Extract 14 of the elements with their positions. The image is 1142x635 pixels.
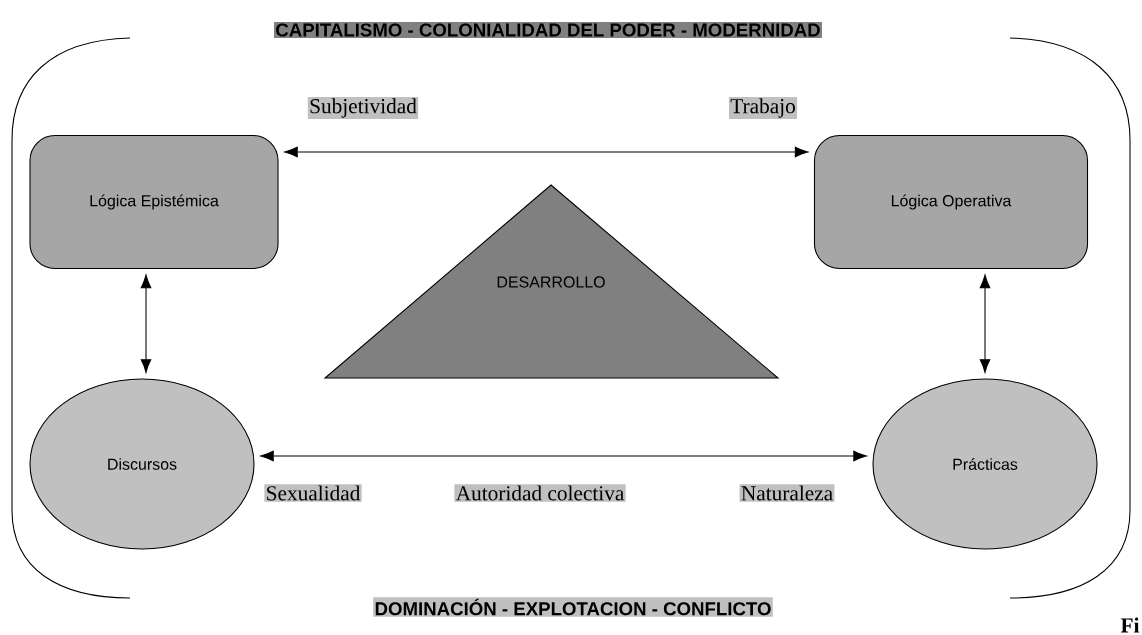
- highlighted-label: Autoridad colectiva: [454, 484, 626, 502]
- double-arrow: [140, 274, 152, 373]
- double-arrow: [260, 450, 867, 462]
- highlighted-label: Subjetividad: [307, 97, 419, 119]
- highlighted-label: Trabajo: [728, 97, 798, 119]
- highlighted-label: Naturaleza: [739, 484, 835, 502]
- rounded-box: Lógica Epistémica: [29, 134, 279, 270]
- heading-band: DOMINACIÓN - EXPLOTACION - CONFLICTO: [373, 597, 773, 617]
- double-arrow: [284, 146, 809, 158]
- caption-fragment: Fi: [1120, 617, 1140, 633]
- highlighted-label: Sexualidad: [264, 484, 362, 502]
- heading-band: CAPITALISMO - COLONIALIDAD DEL PODER - MODERNIDAD: [274, 22, 822, 38]
- rounded-box: Lógica Operativa: [813, 134, 1089, 270]
- double-arrow: [979, 274, 991, 373]
